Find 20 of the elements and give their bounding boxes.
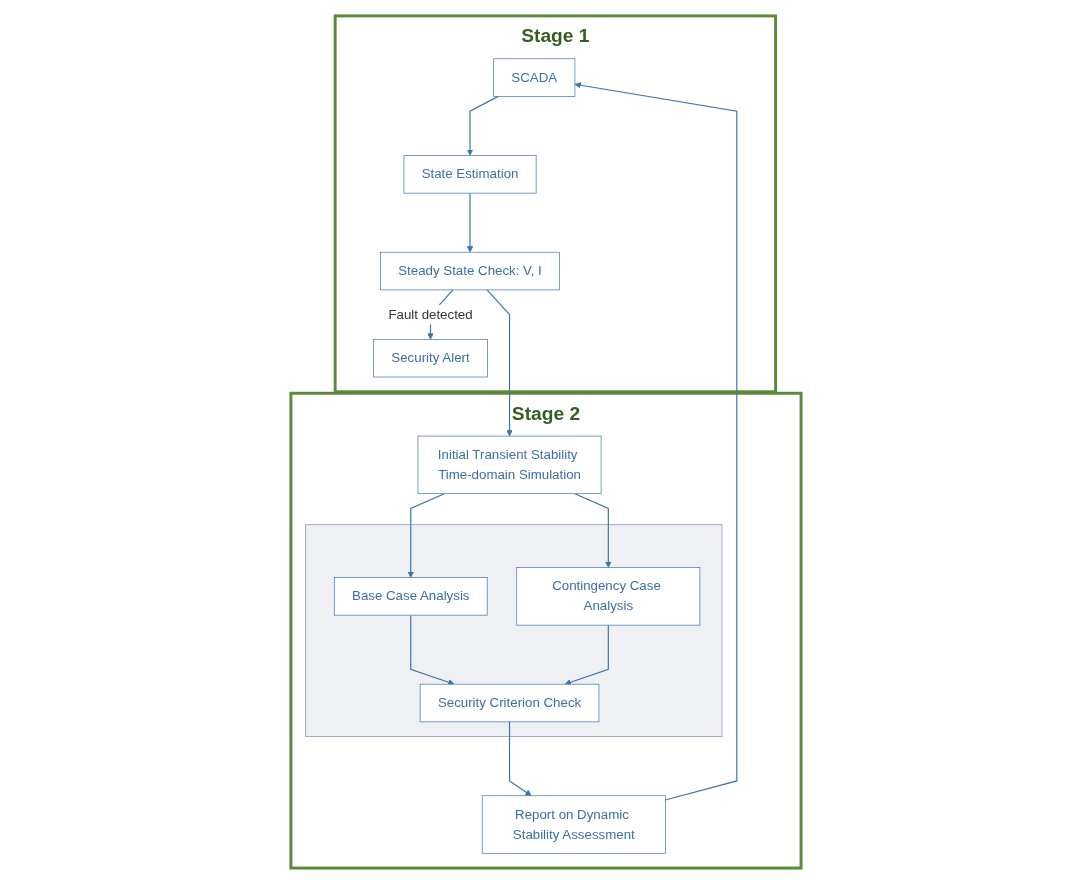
node-box: Security Alert xyxy=(373,339,488,378)
arrow xyxy=(410,614,455,686)
node-box: Security Criterion Check xyxy=(419,683,600,723)
node-box: Contingency Case Analysis xyxy=(516,567,701,626)
arrow xyxy=(574,493,612,568)
node-box: Steady State Check: V, I xyxy=(380,251,560,291)
cluster xyxy=(305,524,723,737)
arrow xyxy=(407,493,445,578)
node-box: Initial Transient Stability Time-domain Simulation xyxy=(417,435,602,495)
arrow xyxy=(466,192,474,253)
node-box: Report on Dynamic Stability Assessment xyxy=(481,795,666,854)
node-box: SCADA xyxy=(493,58,576,97)
node-box: State Estimation xyxy=(403,155,537,194)
arrow xyxy=(466,95,499,156)
arrow xyxy=(574,82,738,801)
arrow xyxy=(564,624,609,686)
arrow xyxy=(486,289,513,437)
edge-label: Fault detected xyxy=(388,306,473,322)
arrow xyxy=(508,721,532,796)
node-box: Base Case Analysis xyxy=(333,577,488,616)
